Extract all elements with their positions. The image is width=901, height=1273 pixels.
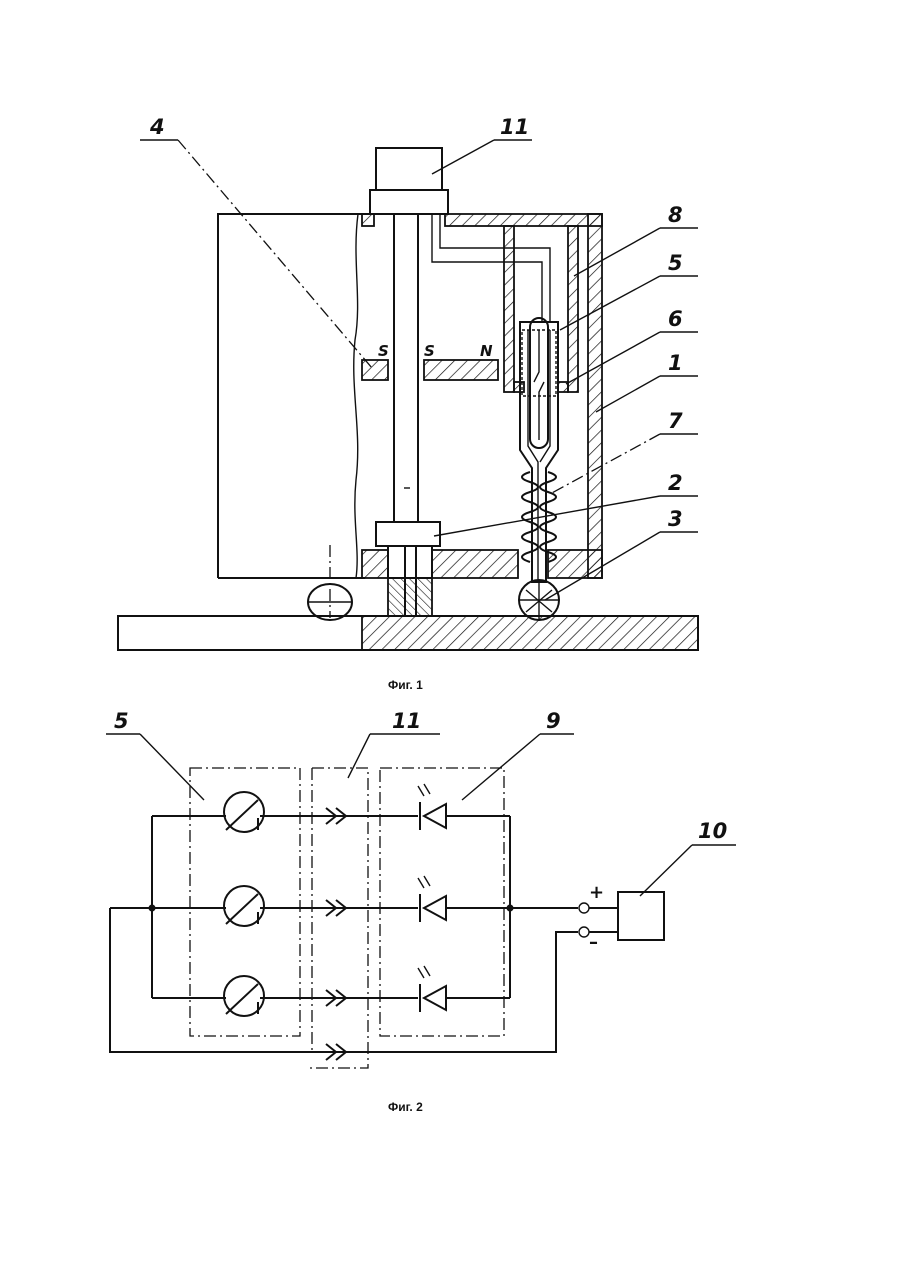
connector <box>370 148 448 214</box>
figure-2: 5 11 9 10 + – Фиг. 2 <box>0 700 901 1273</box>
plus-sign: + <box>589 882 604 903</box>
reed-switch <box>520 318 558 582</box>
minus-sign: – <box>589 932 598 953</box>
label-2: 2 <box>668 471 683 495</box>
label-11: 11 <box>500 115 529 139</box>
sleeve <box>504 226 578 392</box>
reed-switch-symbols <box>224 792 264 1016</box>
label2-9: 9 <box>546 709 561 733</box>
probe-ball <box>519 580 559 620</box>
pole-s-left: S <box>378 342 389 360</box>
magnet <box>362 360 498 380</box>
led-symbols <box>418 784 446 1012</box>
pole-n: N <box>480 342 493 360</box>
label-8: 8 <box>668 203 683 227</box>
rod <box>394 214 418 522</box>
label2-5: 5 <box>114 709 129 733</box>
figure-1-drawing: 4 11 8 5 6 1 7 2 3 S S N <box>0 0 901 700</box>
label-5: 5 <box>668 251 683 275</box>
support-ball <box>308 545 352 620</box>
figure-2-caption: Фиг. 2 <box>388 1100 423 1114</box>
connector-chevrons <box>326 808 346 1060</box>
pole-s-right: S <box>424 342 435 360</box>
wires <box>432 214 550 322</box>
block-leds <box>380 768 504 1036</box>
label2-10: 10 <box>698 819 727 843</box>
label-4: 4 <box>149 115 165 139</box>
base-plate <box>118 616 698 650</box>
block-connector <box>310 768 368 1068</box>
label2-11: 11 <box>392 709 421 733</box>
wiring <box>110 816 578 1052</box>
figure-2-schematic: 5 11 9 10 + – <box>0 700 901 1273</box>
label-1: 1 <box>668 351 683 375</box>
label-7: 7 <box>668 409 683 433</box>
figure-1-caption: Фиг. 1 <box>388 678 423 692</box>
label-3: 3 <box>668 507 683 531</box>
label-6: 6 <box>668 307 683 331</box>
figure-1: 4 11 8 5 6 1 7 2 3 S S N Фиг. 1 <box>0 0 901 700</box>
